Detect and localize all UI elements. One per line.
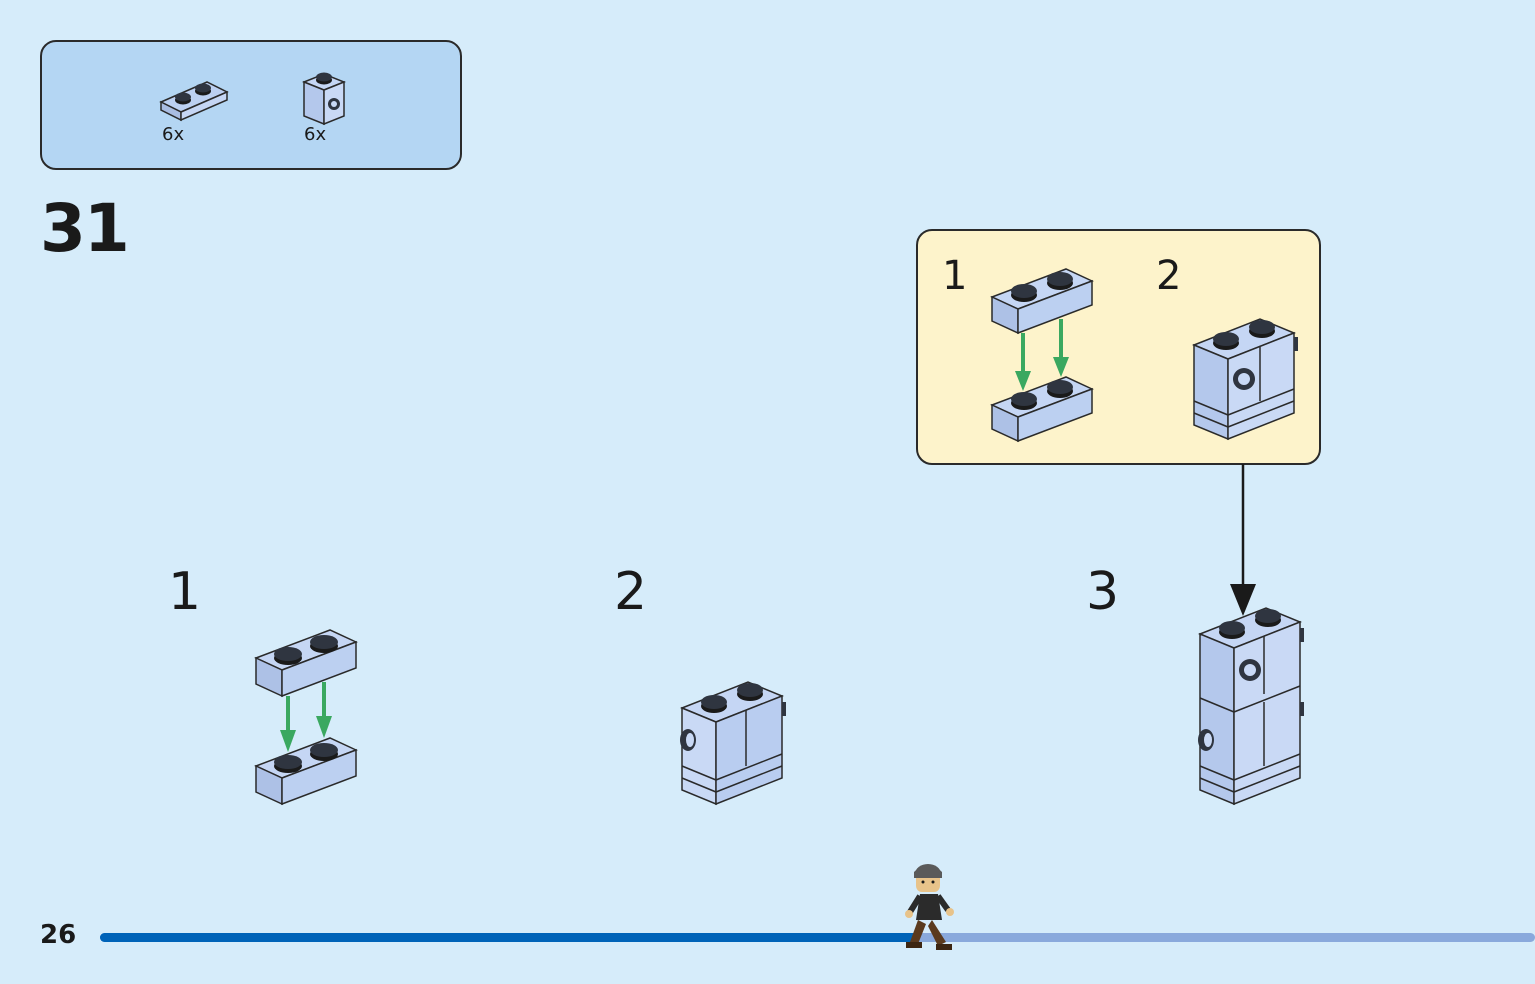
brick-1x1-icon (301, 72, 347, 126)
part-plate-1x2: 6x (157, 62, 247, 172)
page-number: 26 (40, 920, 77, 950)
plate-1x2-icon (159, 81, 229, 122)
block-illustration (1191, 318, 1298, 441)
minifigure-icon (905, 864, 954, 950)
callout-substep-number: 1 (942, 253, 968, 299)
parts-list-box: 6x 6x (40, 40, 462, 170)
part-quantity: 6x (304, 124, 327, 145)
callout-connector-arrow (1230, 464, 1256, 616)
substep-number: 2 (614, 562, 648, 622)
sub-assembly-callout: 1 2 (916, 229, 1321, 465)
callout-substep-number: 2 (1156, 253, 1182, 299)
block-illustration (679, 681, 786, 806)
substep-number: 3 (1086, 562, 1120, 622)
progress-bar-fill (100, 933, 918, 942)
part-brick-1x1-side-stud: 6x (300, 62, 390, 172)
substep-number: 1 (168, 562, 202, 622)
plates-assembly-illustration (990, 268, 1094, 443)
part-quantity: 6x (162, 124, 185, 145)
plates-assembly-illustration (254, 629, 358, 806)
stacked-blocks-illustration (1197, 607, 1304, 806)
step-number: 31 (40, 190, 130, 267)
progress-bar (100, 933, 1535, 942)
